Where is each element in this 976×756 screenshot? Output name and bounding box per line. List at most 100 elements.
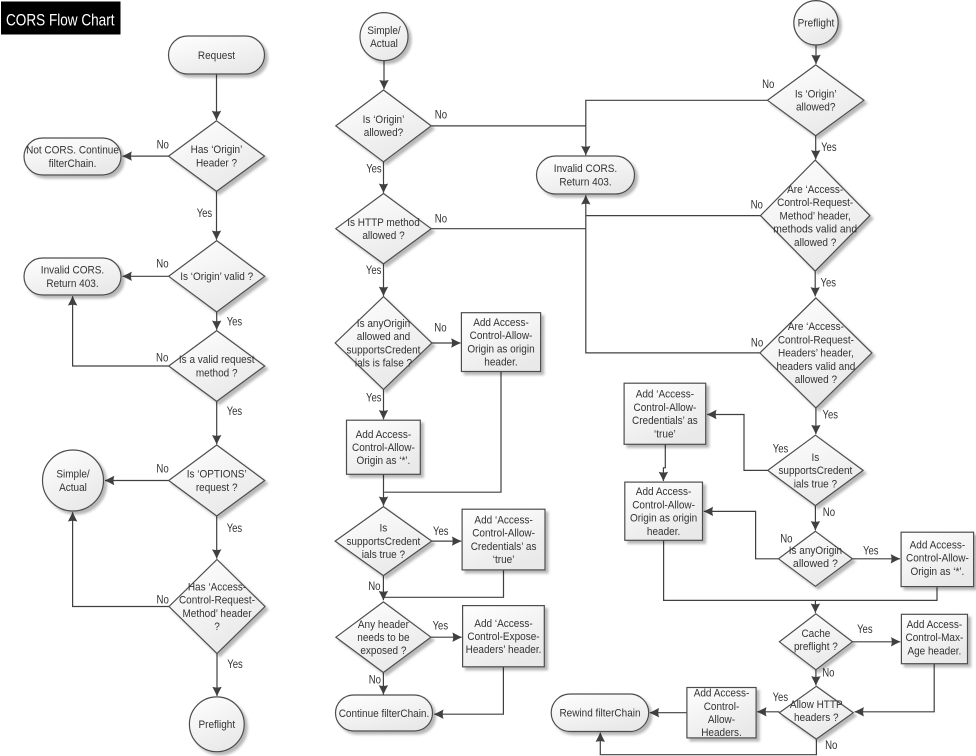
svg-text:allowed ?: allowed ? xyxy=(793,558,838,570)
svg-text:Add ‘Access-: Add ‘Access- xyxy=(474,618,533,630)
svg-text:Is anyOrigin: Is anyOrigin xyxy=(357,318,410,330)
svg-text:Add Access-: Add Access- xyxy=(910,540,966,552)
svg-text:Return 403.: Return 403. xyxy=(46,278,98,290)
svg-text:No: No xyxy=(751,197,763,211)
svg-text:Are ‘Access-: Are ‘Access- xyxy=(787,184,844,196)
svg-text:Yes: Yes xyxy=(821,140,837,154)
svg-text:Control-Request-: Control-Request- xyxy=(777,197,854,209)
svg-text:Preflight: Preflight xyxy=(798,18,835,30)
svg-text:‘true’: ‘true’ xyxy=(654,428,676,440)
svg-text:No: No xyxy=(156,257,168,271)
svg-text:supportsCredent: supportsCredent xyxy=(347,344,421,356)
svg-text:Yes: Yes xyxy=(366,162,382,176)
svg-text:No: No xyxy=(762,77,774,91)
svg-text:No: No xyxy=(368,579,380,593)
svg-text:Is HTTP method: Is HTTP method xyxy=(347,217,420,229)
svg-text:Is: Is xyxy=(380,523,388,535)
svg-text:Rewind filterChain: Rewind filterChain xyxy=(559,708,640,720)
svg-text:Yes: Yes xyxy=(821,276,837,290)
svg-text:No: No xyxy=(369,673,381,687)
svg-text:Add ‘Access-: Add ‘Access- xyxy=(474,515,533,527)
svg-text:Is: Is xyxy=(812,452,820,464)
svg-text:Allow HTTP: Allow HTTP xyxy=(790,699,843,711)
svg-text:Add Access-: Add Access- xyxy=(473,317,529,329)
svg-text:Continue filterChain.: Continue filterChain. xyxy=(339,708,430,720)
svg-text:ials is false ?: ials is false ? xyxy=(355,358,412,370)
svg-text:Control-Allow-: Control-Allow- xyxy=(352,442,415,454)
svg-text:No: No xyxy=(157,137,169,151)
svg-text:methods valid and: methods valid and xyxy=(773,224,857,236)
svg-text:allowed ?: allowed ? xyxy=(362,230,404,242)
svg-text:ials true ?: ials true ? xyxy=(794,478,837,490)
svg-text:allowed?: allowed? xyxy=(364,127,404,139)
svg-text:Yes: Yes xyxy=(227,521,243,535)
svg-text:Credentials’ as: Credentials’ as xyxy=(471,541,537,553)
svg-text:Add ‘Access-: Add ‘Access- xyxy=(636,389,695,401)
svg-text:Request: Request xyxy=(198,50,235,62)
svg-text:Add Access-: Add Access- xyxy=(694,688,750,700)
svg-text:Yes: Yes xyxy=(857,622,873,636)
svg-text:Add Access-: Add Access- xyxy=(636,486,692,498)
svg-text:allowed ?: allowed ? xyxy=(795,374,837,386)
svg-text:Any header: Any header xyxy=(358,619,410,631)
svg-text:No: No xyxy=(751,336,763,350)
svg-text:No: No xyxy=(825,738,837,752)
svg-text:allowed ?: allowed ? xyxy=(794,237,836,249)
svg-text:Has ‘Access-: Has ‘Access- xyxy=(188,582,247,594)
svg-text:Control-Allow-: Control-Allow- xyxy=(632,499,695,511)
svg-text:Not CORS. Continue: Not CORS. Continue xyxy=(26,145,119,157)
svg-text:filterChain.: filterChain. xyxy=(49,158,97,170)
svg-text:Are ‘Access-: Are ‘Access- xyxy=(788,321,845,333)
svg-text:Has ‘Origin’: Has ‘Origin’ xyxy=(191,144,243,156)
svg-text:‘true’: ‘true’ xyxy=(493,554,515,566)
svg-text:Headers.: Headers. xyxy=(701,727,742,739)
svg-text:Is ‘Origin’ valid ?: Is ‘Origin’ valid ? xyxy=(180,271,253,283)
svg-text:Yes: Yes xyxy=(863,543,879,557)
svg-text:Add Access-: Add Access- xyxy=(907,619,963,631)
svg-text:No: No xyxy=(157,592,169,606)
svg-text:header.: header. xyxy=(647,526,680,538)
svg-text:Origin as ‘*’.: Origin as ‘*’. xyxy=(910,566,964,578)
svg-text:request ?: request ? xyxy=(196,482,238,494)
svg-text:Control-Max-: Control-Max- xyxy=(906,632,964,644)
svg-text:Is ‘Origin’: Is ‘Origin’ xyxy=(363,114,405,126)
svg-text:Credentials’ as: Credentials’ as xyxy=(632,415,698,427)
svg-text:Add Access-: Add Access- xyxy=(356,429,412,441)
svg-text:Is anyOrigin: Is anyOrigin xyxy=(789,545,842,557)
svg-text:needs to be: needs to be xyxy=(357,632,409,644)
svg-text:supportsCredent: supportsCredent xyxy=(346,536,420,548)
svg-text:Yes: Yes xyxy=(227,657,243,671)
svg-text:Header ?: Header ? xyxy=(196,157,237,169)
svg-text:Control-Expose-: Control-Expose- xyxy=(467,631,540,643)
svg-text:No: No xyxy=(156,351,168,365)
svg-text:Yes: Yes xyxy=(433,618,449,632)
svg-text:Yes: Yes xyxy=(227,314,243,328)
svg-text:Actual: Actual xyxy=(370,38,398,50)
svg-text:Yes: Yes xyxy=(773,441,789,455)
svg-text:exposed ?: exposed ? xyxy=(360,645,406,657)
svg-text:Origin as origin: Origin as origin xyxy=(630,513,697,525)
svg-text:method ?: method ? xyxy=(196,367,238,379)
svg-text:No: No xyxy=(435,107,447,121)
svg-text:Method’ header: Method’ header xyxy=(182,608,252,620)
svg-text:Actual: Actual xyxy=(59,482,87,494)
svg-text:Is ‘OPTIONS’: Is ‘OPTIONS’ xyxy=(187,469,247,481)
svg-text:?: ? xyxy=(214,621,220,633)
svg-text:Is ‘Origin’: Is ‘Origin’ xyxy=(795,89,837,101)
svg-text:Return 403.: Return 403. xyxy=(559,176,611,188)
svg-text:Preflight: Preflight xyxy=(198,719,235,731)
svg-text:Origin as ‘*’.: Origin as ‘*’. xyxy=(356,455,410,467)
svg-text:ials true ?: ials true ? xyxy=(362,549,405,561)
svg-text:Invalid CORS.: Invalid CORS. xyxy=(41,265,104,277)
svg-text:Cache: Cache xyxy=(801,628,830,640)
svg-text:Headers’ header,: Headers’ header, xyxy=(778,348,854,360)
svg-text:preflight ?: preflight ? xyxy=(794,641,838,653)
svg-text:Control-Request-: Control-Request- xyxy=(179,595,256,607)
svg-text:Allow-: Allow- xyxy=(708,714,736,726)
svg-text:Simple/: Simple/ xyxy=(56,469,89,481)
svg-text:No: No xyxy=(822,666,834,680)
svg-text:Origin as origin: Origin as origin xyxy=(467,343,534,355)
svg-text:CORS Flow Chart: CORS Flow Chart xyxy=(6,10,115,29)
svg-text:Yes: Yes xyxy=(366,391,382,405)
svg-text:supportsCredent: supportsCredent xyxy=(778,465,852,477)
